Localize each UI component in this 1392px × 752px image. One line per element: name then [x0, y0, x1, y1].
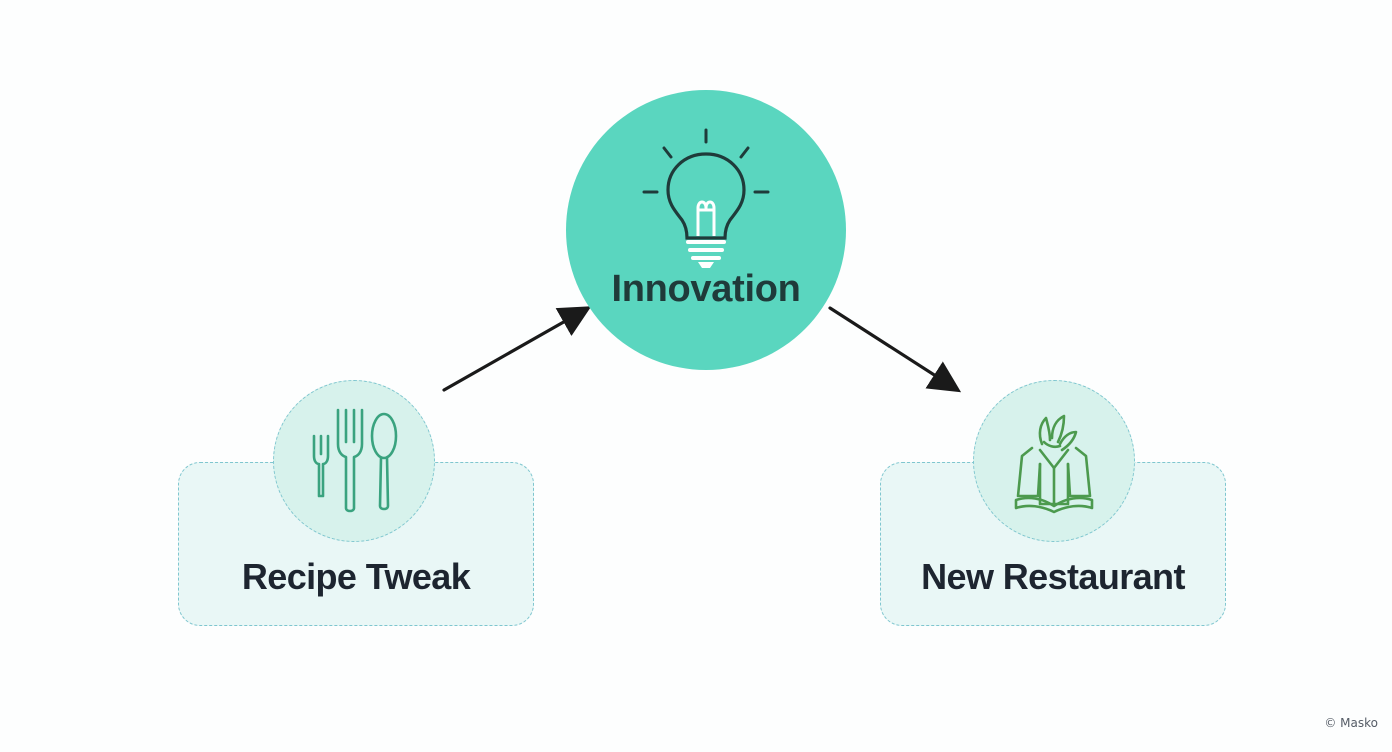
- watermark: © Masko: [1324, 716, 1378, 730]
- new-restaurant-label: New Restaurant: [921, 556, 1185, 597]
- arrow-recipe-to-innovation: [442, 306, 592, 392]
- arrow-innovation-to-restaurant: [828, 306, 962, 393]
- recipe-tweak-label: Recipe Tweak: [241, 556, 471, 597]
- innovation-label: Innovation: [611, 268, 801, 310]
- restaurant-growth-icon: [1014, 414, 1094, 514]
- cutlery-icon: [312, 408, 398, 513]
- new-restaurant-icon-badge: [973, 380, 1135, 542]
- lightbulb-icon: [642, 128, 770, 268]
